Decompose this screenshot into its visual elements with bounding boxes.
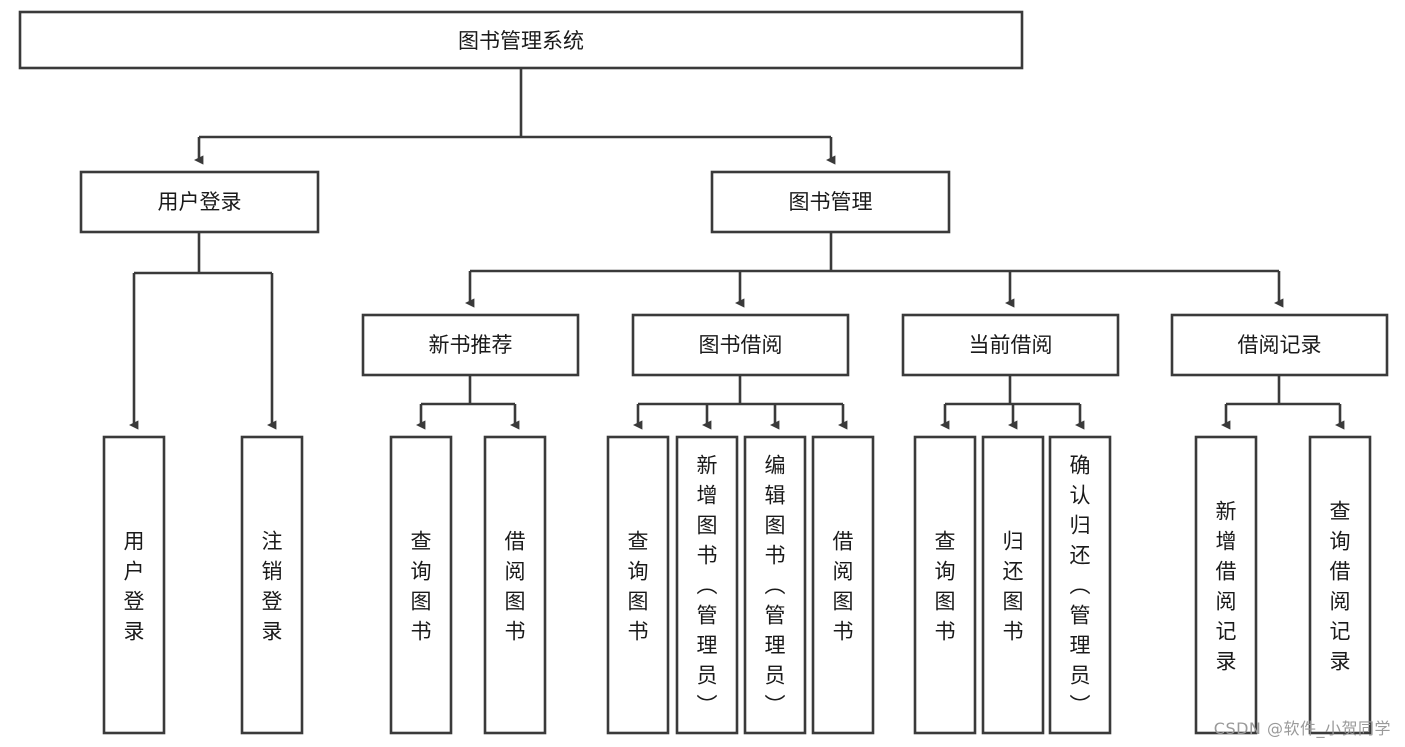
node-leaf-add-book-box[interactable] [675,435,739,735]
node-leaf-confirm-return-box[interactable] [1048,435,1112,735]
node-leaf-add-book[interactable]: 新增图书︵管理员︶ [675,435,739,735]
node-leaf-return-book-label: 归还图书 [1003,529,1024,643]
csdn-watermark: CSDN @软件_小贺同学 [1213,719,1391,738]
node-leaf-user-logout-box[interactable] [240,435,304,735]
node-leaf-query-book-1[interactable]: 查询图书 [389,435,453,735]
connector-layer [129,68,1345,430]
node-leaf-add-book-label: 新增图书︵管理员︶ [697,453,718,717]
node-user-login-box[interactable] [79,170,320,234]
node-current-borrow-box[interactable] [901,313,1120,377]
node-leaf-query-record-box[interactable] [1308,435,1372,735]
node-borrow-record-label: 借阅记录 [1238,333,1322,357]
node-leaf-return-book[interactable]: 归还图书 [981,435,1045,735]
node-leaf-query-book-1-box[interactable] [389,435,453,735]
node-new-book-recommend-label: 新书推荐 [429,333,513,357]
node-user-login-label: 用户登录 [158,190,242,214]
node-leaf-query-book-3-label: 查询图书 [935,529,956,643]
node-book-manage-label: 图书管理 [789,190,873,214]
node-leaf-add-record-label: 新增借阅记录 [1216,499,1237,673]
node-leaf-borrow-book-1[interactable]: 借阅图书 [483,435,547,735]
node-leaf-edit-book-label: 编辑图书︵管理员︶ [765,453,786,717]
node-new-book-recommend[interactable]: 新书推荐 [361,313,580,377]
node-leaf-query-book-2[interactable]: 查询图书 [606,435,670,735]
node-leaf-query-book-2-label: 查询图书 [628,529,649,643]
node-book-manage-box[interactable] [710,170,951,234]
node-current-borrow[interactable]: 当前借阅 [901,313,1120,377]
node-leaf-borrow-book-2-box[interactable] [811,435,875,735]
node-leaf-confirm-return-label: 确认归还︵管理员︶ [1070,453,1091,717]
node-leaf-edit-book-box[interactable] [743,435,807,735]
node-leaf-query-book-2-box[interactable] [606,435,670,735]
node-book-borrow-box[interactable] [631,313,850,377]
node-root[interactable]: 图书管理系统 [18,10,1024,70]
node-borrow-record[interactable]: 借阅记录 [1170,313,1389,377]
node-current-borrow-label: 当前借阅 [969,333,1053,357]
node-leaf-add-record-box[interactable] [1194,435,1258,735]
node-new-book-recommend-box[interactable] [361,313,580,377]
node-leaf-user-login-label: 用户登录 [124,529,145,643]
node-book-borrow[interactable]: 图书借阅 [631,313,850,377]
node-book-manage[interactable]: 图书管理 [710,170,951,234]
node-book-borrow-label: 图书借阅 [699,333,783,357]
node-leaf-user-login[interactable]: 用户登录 [102,435,166,735]
node-leaf-query-record-label: 查询借阅记录 [1330,499,1351,673]
node-user-login[interactable]: 用户登录 [79,170,320,234]
node-root-box[interactable] [18,10,1024,70]
node-leaf-edit-book[interactable]: 编辑图书︵管理员︶ [743,435,807,735]
node-leaf-user-login-box[interactable] [102,435,166,735]
node-leaf-return-book-box[interactable] [981,435,1045,735]
node-leaf-borrow-book-1-label: 借阅图书 [505,529,526,643]
node-leaf-user-logout[interactable]: 注销登录 [240,435,304,735]
leaf-nodes-layer: 用户登录 注销登录 查询图书 借阅图书 查询图书 新增图书︵管理员︶ [102,435,1372,735]
node-borrow-record-box[interactable] [1170,313,1389,377]
node-root-label: 图书管理系统 [458,29,584,53]
node-leaf-borrow-book-1-box[interactable] [483,435,547,735]
node-leaf-query-book-3-box[interactable] [913,435,977,735]
node-leaf-user-logout-label: 注销登录 [262,529,283,643]
node-leaf-query-record[interactable]: 查询借阅记录 [1308,435,1372,735]
node-leaf-borrow-book-2-label: 借阅图书 [833,529,854,643]
node-leaf-borrow-book-2[interactable]: 借阅图书 [811,435,875,735]
node-leaf-confirm-return[interactable]: 确认归还︵管理员︶ [1048,435,1112,735]
node-leaf-query-book-3[interactable]: 查询图书 [913,435,977,735]
node-leaf-query-book-1-label: 查询图书 [411,529,432,643]
node-leaf-add-record[interactable]: 新增借阅记录 [1194,435,1258,735]
